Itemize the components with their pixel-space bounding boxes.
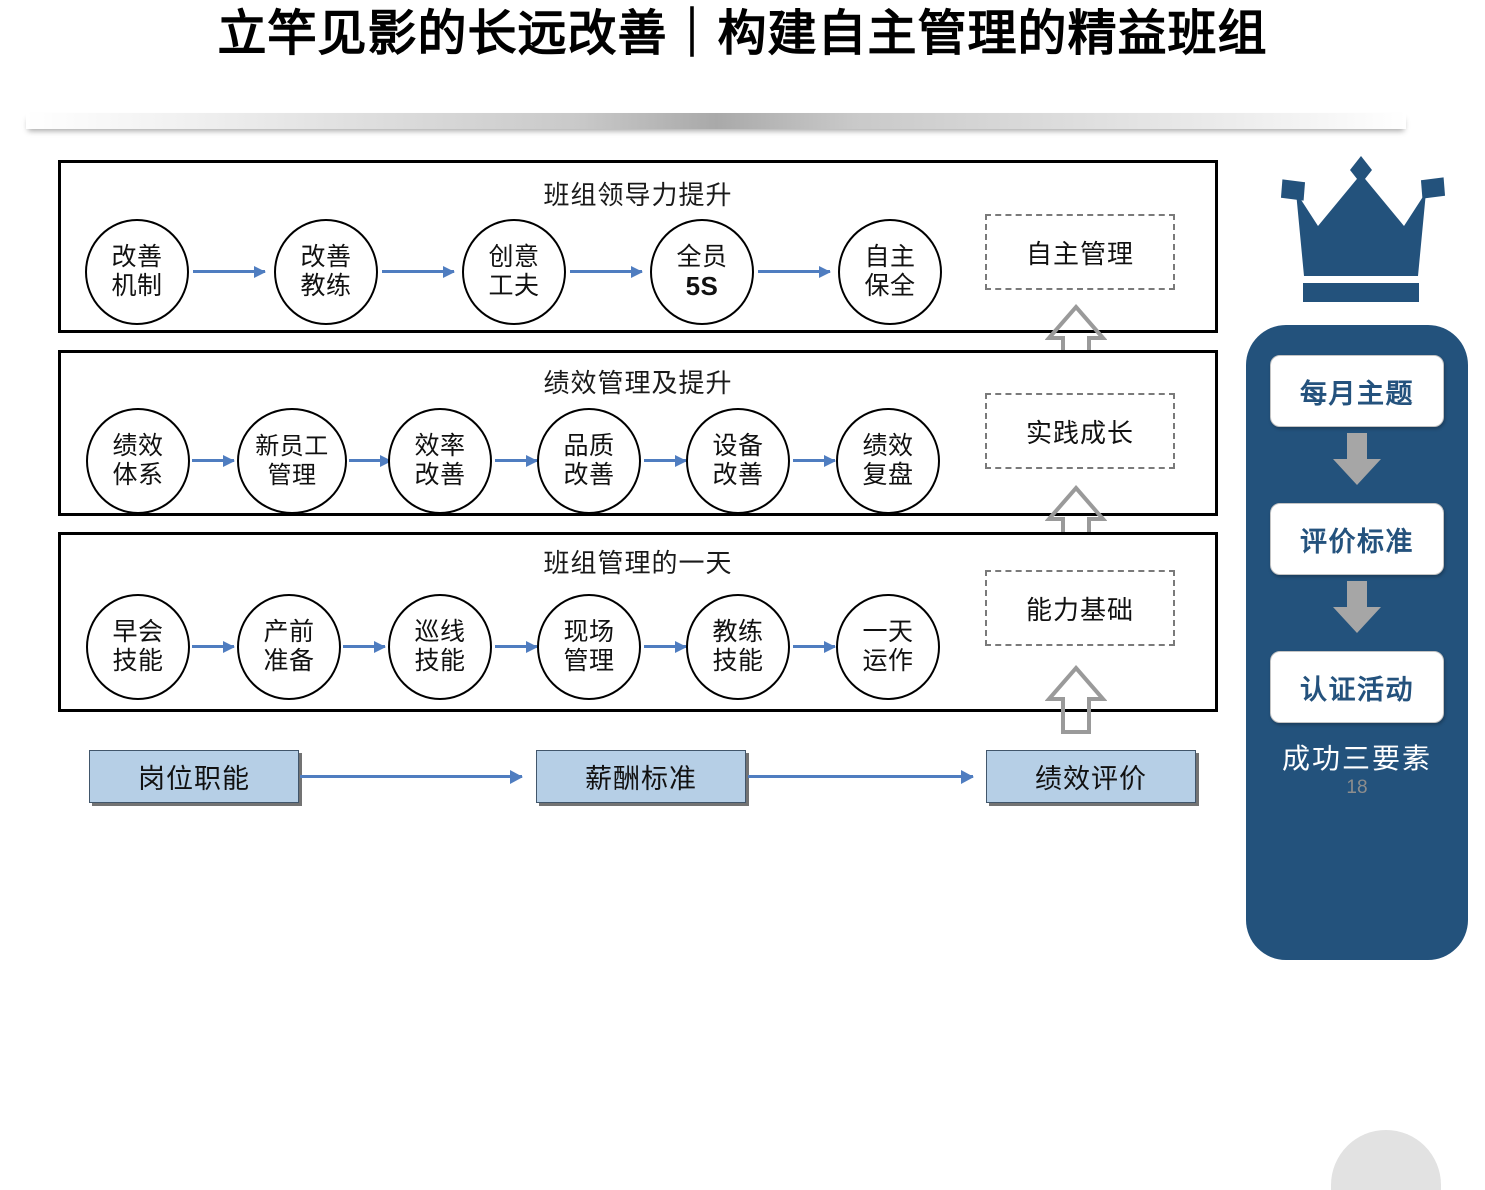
node-line-2: 技能 xyxy=(112,647,164,675)
flow-arrow xyxy=(192,640,235,653)
node-line-1: 改善 xyxy=(111,243,163,271)
node-circle[interactable]: 全员 5S xyxy=(650,219,754,325)
foundation-box[interactable]: 岗位职能 xyxy=(89,750,299,803)
flow-row-leadership: 班组领导力提升 xyxy=(58,160,1218,333)
success-card: 每月主题 评价标准 认证活动 成功三要素 18 xyxy=(1246,325,1468,1190)
down-arrow-icon xyxy=(1333,433,1381,485)
flow-arrow xyxy=(495,454,538,467)
node-circle[interactable]: 绩效 体系 xyxy=(86,408,190,514)
node-circle[interactable]: 品质 改善 xyxy=(537,408,641,514)
success-factors-panel: 每月主题 评价标准 认证活动 成功三要素 18 xyxy=(1240,150,1480,1190)
foundation-arrow xyxy=(300,770,523,784)
flow-arrow xyxy=(793,640,836,653)
page-title: 立竿见影的长远改善｜构建自主管理的精益班组 xyxy=(217,7,1268,61)
page-number: 18 xyxy=(1346,777,1368,798)
node-circle[interactable]: 改善 教练 xyxy=(274,219,378,325)
node-circle[interactable]: 早会 技能 xyxy=(86,594,190,700)
flow-arrow xyxy=(193,265,266,278)
flow-arrow xyxy=(382,265,455,278)
node-circle[interactable]: 效率 改善 xyxy=(388,408,492,514)
flow-arrow xyxy=(495,640,538,653)
node-line-2: 体系 xyxy=(112,461,164,489)
node-line-1: 产前 xyxy=(263,618,315,646)
node-line-2: 5S xyxy=(685,271,719,301)
node-circle[interactable]: 改善 机制 xyxy=(85,219,189,325)
node-line-2: 改善 xyxy=(563,461,615,489)
flow-arrow xyxy=(758,265,831,278)
node-circle[interactable]: 产前 准备 xyxy=(237,594,341,700)
row-title: 班组管理的一天 xyxy=(543,548,733,578)
node-line-1: 教练 xyxy=(712,618,764,646)
node-line-2: 技能 xyxy=(712,647,764,675)
node-line-2: 工夫 xyxy=(488,272,540,300)
node-circle[interactable]: 自主 保全 xyxy=(838,219,942,325)
row-title: 绩效管理及提升 xyxy=(543,368,733,398)
node-circle[interactable]: 教练 技能 xyxy=(686,594,790,700)
node-line-2: 改善 xyxy=(414,461,466,489)
node-line-1: 改善 xyxy=(300,243,352,271)
flow-arrow xyxy=(793,454,836,467)
node-line-1: 现场 xyxy=(563,618,615,646)
success-step[interactable]: 认证活动 xyxy=(1270,651,1444,723)
node-line-1: 品质 xyxy=(563,432,615,460)
flow-arrow xyxy=(349,454,392,467)
node-line-1: 全员 xyxy=(676,243,728,271)
node-line-2: 机制 xyxy=(111,272,163,300)
flow-arrow xyxy=(644,454,687,467)
foundation-box[interactable]: 薪酬标准 xyxy=(536,750,746,803)
foundation-arrow xyxy=(748,770,974,784)
success-step[interactable]: 每月主题 xyxy=(1270,355,1444,427)
node-line-2: 技能 xyxy=(414,647,466,675)
node-circle[interactable]: 设备 改善 xyxy=(686,408,790,514)
node-line-1: 绩效 xyxy=(112,432,164,460)
node-line-2: 运作 xyxy=(862,647,914,675)
node-circle[interactable]: 新员工 管理 xyxy=(237,408,347,514)
flow-arrow xyxy=(644,640,687,653)
node-line-2: 教练 xyxy=(300,272,352,300)
node-line-2: 管理 xyxy=(267,462,317,489)
node-line-1: 效率 xyxy=(414,432,466,460)
flow-diagram: 班组领导力提升 改善 机制 改善 教练 创意 工夫 全员 5S 自主 保全 自主… xyxy=(58,160,1218,803)
decorative-blob xyxy=(1331,1130,1441,1190)
node-line-1: 创意 xyxy=(488,243,540,271)
crown-icon xyxy=(1280,156,1446,302)
node-line-2: 改善 xyxy=(712,461,764,489)
outcome-box: 自主管理 xyxy=(985,214,1175,290)
node-line-1: 绩效 xyxy=(862,432,914,460)
node-line-1: 新员工 xyxy=(255,433,329,460)
node-circle[interactable]: 现场 管理 xyxy=(537,594,641,700)
node-line-1: 早会 xyxy=(112,618,164,646)
node-circle[interactable]: 一天 运作 xyxy=(836,594,940,700)
row-title: 班组领导力提升 xyxy=(543,180,733,210)
flow-arrow xyxy=(192,454,235,467)
down-arrow-icon xyxy=(1333,581,1381,633)
node-circle[interactable]: 创意 工夫 xyxy=(462,219,566,325)
node-circle[interactable]: 绩效 复盘 xyxy=(836,408,940,514)
success-step[interactable]: 评价标准 xyxy=(1270,503,1444,575)
success-footer-label: 成功三要素 xyxy=(1281,743,1432,774)
flow-arrow xyxy=(343,640,386,653)
node-line-1: 自主 xyxy=(864,243,916,271)
node-line-1: 巡线 xyxy=(414,618,466,646)
outcome-box: 实践成长 xyxy=(985,393,1175,469)
outcome-box: 能力基础 xyxy=(985,570,1175,646)
up-arrow-icon xyxy=(1045,664,1107,734)
title-divider xyxy=(26,113,1406,129)
flow-arrow xyxy=(570,265,643,278)
node-line-1: 一天 xyxy=(862,618,914,646)
node-line-2: 保全 xyxy=(864,272,916,300)
node-line-1: 设备 xyxy=(712,432,764,460)
node-line-2: 准备 xyxy=(263,647,315,675)
node-line-2: 管理 xyxy=(563,647,615,675)
foundation-box[interactable]: 绩效评价 xyxy=(986,750,1196,803)
node-line-2: 复盘 xyxy=(862,461,914,489)
node-circle[interactable]: 巡线 技能 xyxy=(388,594,492,700)
